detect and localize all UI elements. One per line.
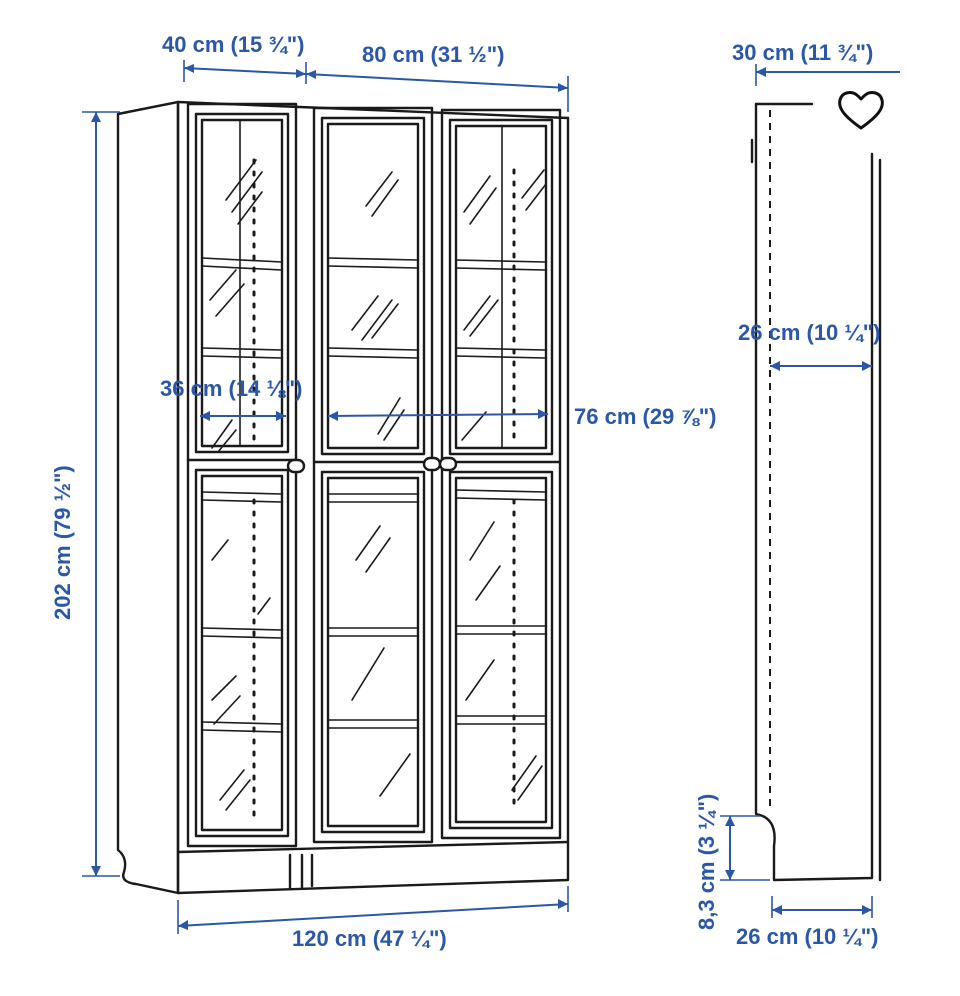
left-shelf-3 (201, 491, 283, 503)
side-profile-outline (754, 102, 874, 882)
middle-glass-reflection (377, 397, 405, 441)
right-door-upper-glass (454, 124, 548, 450)
middle-glass-reflection (351, 647, 385, 701)
left-door-upper-pane (194, 112, 290, 454)
left-glass-reflection (211, 539, 271, 615)
left-door (186, 102, 306, 848)
dimension-arrowheads (91, 64, 872, 930)
dimension-lines (82, 60, 900, 934)
left-side-panel (116, 100, 180, 895)
left-door-upper-glass (200, 118, 284, 448)
dim-side-depth-bottom: 26 cm (10 ¼") (736, 924, 879, 949)
right-glass-reflection (463, 169, 547, 225)
middle-door-outer (312, 106, 434, 844)
left-glass-reflection (225, 159, 263, 225)
dim-side-depth-middle: 26 cm (10 ¼") (738, 320, 881, 345)
left-glass-reflection (211, 419, 237, 453)
right-door-lower-glass (454, 476, 548, 824)
plinth-top-line (176, 840, 570, 854)
right-shelf-4 (455, 625, 547, 635)
left-glass-reflection (209, 269, 245, 317)
dim-top-left-width: 40 cm (15 ¾") (162, 32, 305, 57)
right-door (438, 108, 562, 840)
right-glass-reflection (463, 295, 499, 337)
heart-outline-icon[interactable] (838, 91, 884, 130)
dim-plinth-height: 8,3 cm (3 ¼") (694, 794, 719, 930)
middle-door-lower-glass (326, 476, 420, 828)
middle-shelf-1 (327, 257, 419, 269)
left-glass-reflection (211, 675, 241, 725)
middle-glass-reflection (365, 171, 399, 217)
dim-inner-left-width: 36 cm (14 ⅛") (160, 376, 303, 401)
left-door-lower-pane (194, 468, 290, 838)
dim-side-depth-top: 30 cm (11 ¾") (732, 40, 873, 65)
right-door-upper-pane (448, 118, 554, 456)
middle-glass-reflection (351, 295, 399, 341)
left-door-knob (286, 458, 306, 474)
dim-inner-right-width: 76 cm (29 ⅞") (574, 404, 717, 429)
middle-shelf-4 (327, 627, 419, 637)
right-glass-reflection (511, 755, 543, 801)
right-door-knob (438, 456, 458, 472)
middle-door-upper-pane (320, 116, 426, 456)
left-glass-reflection (219, 769, 251, 811)
left-shelf-4 (201, 627, 283, 639)
middle-door-lower-pane (320, 470, 426, 834)
right-glass-reflection (461, 411, 487, 441)
middle-shelf-2 (327, 347, 419, 359)
middle-shelf-5 (327, 719, 419, 729)
middle-door-knob (422, 456, 442, 472)
left-door-lower-glass (200, 474, 284, 832)
side-view-bookcase (750, 102, 882, 882)
plinth-divider (288, 853, 314, 890)
dim-height: 202 cm (79 ½") (50, 465, 75, 620)
middle-door (312, 106, 442, 844)
right-shelf-5 (455, 715, 547, 725)
right-glass-reflection (465, 659, 495, 701)
middle-door-upper-glass (326, 122, 420, 450)
middle-shelf-3 (327, 493, 419, 503)
right-door-lower-pane (448, 470, 554, 830)
left-shelf-2 (201, 347, 283, 359)
right-shelf-1 (455, 259, 547, 271)
left-door-outer (186, 102, 298, 848)
middle-glass-reflection (355, 525, 391, 573)
front-frame (176, 100, 570, 895)
right-door-outer (440, 108, 562, 840)
right-shelf-3 (455, 489, 547, 501)
middle-glass-reflection (379, 753, 411, 797)
dim-top-right-width: 80 cm (31 ½") (362, 42, 505, 67)
left-shelf-1 (201, 257, 283, 271)
right-shelf-2 (455, 347, 547, 359)
right-glass-reflection (469, 521, 501, 601)
dim-total-width: 120 cm (47 ¼") (292, 926, 447, 951)
front-view-bookcase (116, 100, 570, 895)
